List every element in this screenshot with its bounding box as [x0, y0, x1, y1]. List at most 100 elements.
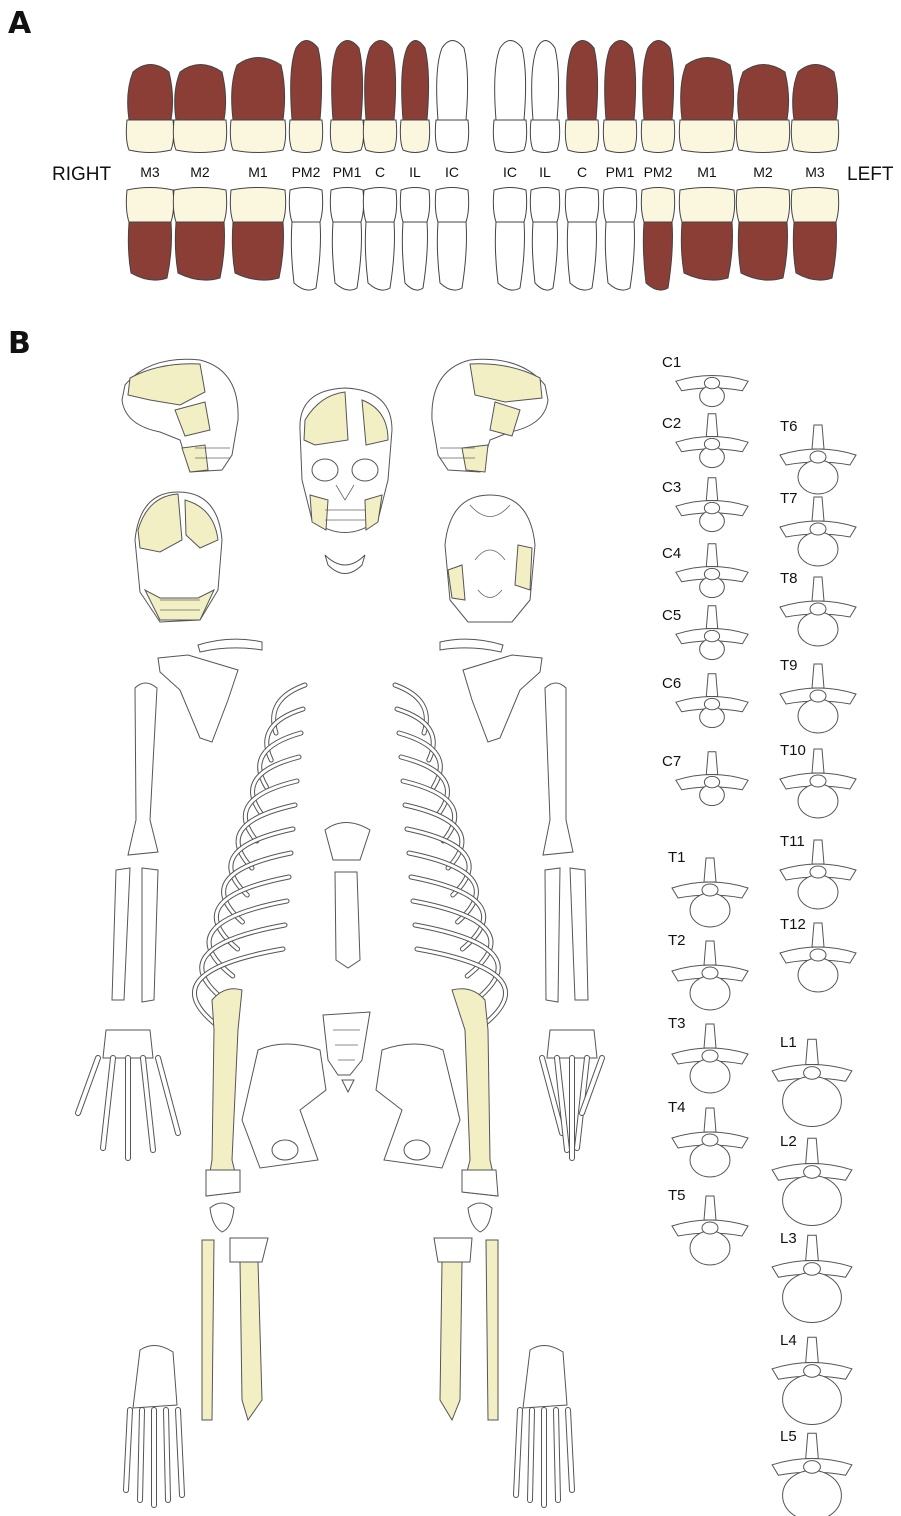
- vertebra-label-t9: T9: [780, 657, 798, 674]
- vertebra-c1: C1: [662, 354, 748, 407]
- hand-right: [78, 1030, 178, 1158]
- tooth-label-right-pm2: PM2: [292, 164, 321, 180]
- upper-right-tooth-ic: [435, 41, 468, 153]
- vertebra-t3: T3: [668, 1015, 748, 1093]
- vertebra-l1: L1: [772, 1034, 852, 1126]
- vertebra-l3: L3: [772, 1230, 852, 1322]
- patella-right: [210, 1203, 234, 1232]
- lower-dentition: [126, 188, 838, 291]
- vertebra-label-t2: T2: [668, 932, 686, 949]
- vertebra-label-t7: T7: [780, 490, 798, 507]
- right-side-label: RIGHT: [52, 164, 112, 185]
- vertebra-l4: L4: [772, 1332, 852, 1424]
- left-side-label: LEFT: [847, 164, 894, 185]
- skull-inferior: [445, 495, 535, 622]
- vertebra-label-l1: L1: [780, 1034, 797, 1051]
- clavicle-left: [440, 639, 503, 652]
- vertebra-c5: C5: [662, 606, 748, 660]
- skull-left-lateral: [432, 359, 548, 472]
- vertebra-label-c1: C1: [662, 354, 681, 371]
- upper-right-tooth-il: [400, 41, 429, 153]
- vertebra-l2: L2: [772, 1133, 852, 1225]
- tooth-label-right-m1: M1: [248, 164, 268, 180]
- skull-right-lateral: [122, 359, 238, 472]
- tooth-label-right-m2: M2: [190, 164, 210, 180]
- patella-left: [468, 1203, 492, 1232]
- upper-left-tooth-pm2: [641, 41, 674, 153]
- foot-right: [126, 1345, 182, 1505]
- upper-left-tooth-m3: [791, 65, 838, 153]
- vertebral-column: C1C2C3C4C5C6C7T1T2T3T4T5T6T7T8T9T10T11T1…: [662, 354, 856, 1516]
- upper-dentition: [126, 41, 838, 153]
- os-coxae-right: [242, 1044, 326, 1168]
- vertebra-t11: T11: [780, 833, 856, 909]
- skull-anterior: [300, 388, 392, 574]
- lower-left-tooth-c: [565, 188, 598, 291]
- upper-left-tooth-il: [530, 41, 559, 153]
- lower-right-tooth-m3: [126, 188, 173, 281]
- hand-left: [542, 1030, 602, 1158]
- humerus-right: [128, 683, 158, 855]
- lower-left-tooth-ic: [493, 188, 526, 291]
- sternum: [325, 823, 370, 969]
- vertebra-t6: T6: [780, 418, 856, 494]
- vertebra-c2: C2: [662, 414, 748, 468]
- vertebra-c7: C7: [662, 752, 748, 806]
- vertebra-t12: T12: [780, 916, 856, 992]
- lower-left-tooth-m2: [736, 188, 789, 281]
- os-coxae-left: [376, 1044, 460, 1168]
- upper-right-tooth-c: [363, 41, 396, 153]
- vertebra-label-c3: C3: [662, 479, 681, 496]
- tooth-label-right-c: C: [375, 164, 385, 180]
- tooth-label-left-c: C: [577, 164, 587, 180]
- upper-left-tooth-m1: [679, 58, 734, 153]
- lower-left-tooth-m3: [791, 188, 838, 281]
- vertebra-label-c4: C4: [662, 545, 681, 562]
- lower-right-tooth-c: [363, 188, 396, 291]
- vertebra-label-t8: T8: [780, 570, 798, 587]
- vertebra-label-t3: T3: [668, 1015, 686, 1032]
- vertebra-label-l5: L5: [780, 1428, 797, 1445]
- vertebra-t2: T2: [668, 932, 748, 1010]
- vertebra-label-l2: L2: [780, 1133, 797, 1150]
- vertebra-label-t10: T10: [780, 742, 806, 759]
- sacrum: [323, 1012, 370, 1092]
- skull-posterior: [135, 492, 222, 622]
- radius-left: [545, 868, 560, 1002]
- vertebra-t9: T9: [780, 657, 856, 733]
- upper-left-tooth-m2: [736, 65, 789, 153]
- vertebra-t4: T4: [668, 1099, 748, 1177]
- vertebra-label-l4: L4: [780, 1332, 797, 1349]
- upper-right-tooth-pm2: [289, 41, 322, 153]
- tooth-label-right-ic: IC: [445, 164, 459, 180]
- upper-right-tooth-m1: [230, 58, 285, 153]
- fibula-left: [486, 1240, 498, 1420]
- lower-right-tooth-m2: [173, 188, 226, 281]
- tooth-label-left-m2: M2: [753, 164, 773, 180]
- tooth-label-left-m3: M3: [805, 164, 825, 180]
- upper-left-tooth-c: [565, 41, 598, 153]
- vertebra-label-l3: L3: [780, 1230, 797, 1247]
- vertebra-t1: T1: [668, 849, 748, 927]
- panel-a-letter: A: [8, 6, 32, 41]
- lower-right-tooth-pm2: [289, 188, 322, 291]
- scapula-left: [463, 655, 542, 742]
- vertebra-label-t5: T5: [668, 1187, 686, 1204]
- upper-right-tooth-m3: [126, 65, 173, 153]
- vertebra-label-t4: T4: [668, 1099, 686, 1116]
- vertebra-label-t6: T6: [780, 418, 798, 435]
- radius-right: [112, 868, 130, 1000]
- upper-right-tooth-m2: [173, 65, 226, 153]
- vertebra-t8: T8: [780, 570, 856, 646]
- lower-left-tooth-pm2: [641, 188, 674, 291]
- lower-left-tooth-m1: [679, 188, 734, 281]
- tooth-label-left-ic: IC: [503, 164, 517, 180]
- lower-right-tooth-il: [400, 188, 429, 291]
- tibia-right: [230, 1238, 268, 1420]
- ulna-right: [142, 868, 158, 1002]
- upper-left-tooth-pm1: [603, 41, 636, 153]
- vertebra-label-t1: T1: [668, 849, 686, 866]
- clavicle-right: [198, 639, 262, 652]
- upper-left-tooth-ic: [493, 41, 526, 153]
